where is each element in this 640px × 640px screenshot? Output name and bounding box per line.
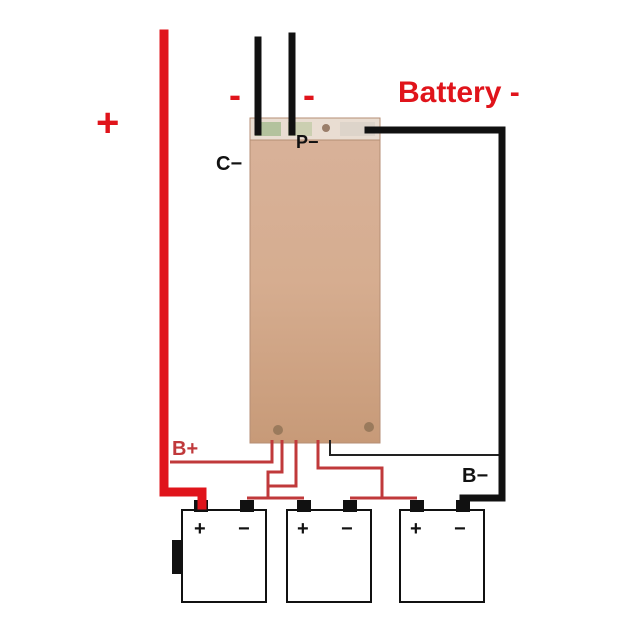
balance-wires bbox=[170, 440, 417, 500]
pcb-screw-bottom-right bbox=[364, 422, 374, 432]
p-minus-label: P− bbox=[296, 132, 319, 152]
battery-minus-label: Battery - bbox=[398, 76, 520, 109]
c-minus-top-label: - bbox=[229, 74, 241, 115]
b-minus-label: B− bbox=[462, 465, 488, 487]
cell-2-positive-label: + bbox=[297, 518, 309, 540]
b-plus-label: B+ bbox=[172, 438, 198, 460]
pcb-screw-bottom-left bbox=[273, 425, 283, 435]
balance-wire-2 bbox=[266, 440, 298, 498]
negative-wires bbox=[254, 32, 506, 509]
cell-1-positive-label: + bbox=[194, 518, 206, 540]
cell-3-positive-label: + bbox=[410, 518, 422, 540]
cell-3-negative-label: − bbox=[454, 518, 466, 540]
p-minus-top-label: - bbox=[303, 74, 315, 115]
c-minus-label: C− bbox=[216, 153, 242, 175]
pcb-board bbox=[249, 117, 381, 444]
battery-cell-2 bbox=[286, 500, 372, 603]
battery-minus-wire bbox=[364, 126, 506, 509]
cell-2-negative-label: − bbox=[341, 518, 353, 540]
pcb-screw-top bbox=[322, 124, 330, 132]
balance-wire-bminus bbox=[329, 440, 500, 456]
battery-cell-1 bbox=[172, 500, 267, 603]
cell-1-negative-label: − bbox=[238, 518, 250, 540]
balance-wire-bplus bbox=[170, 440, 274, 464]
positive-symbol-label: + bbox=[96, 101, 119, 145]
balance-wire-3 bbox=[316, 440, 384, 498]
battery-cell-3 bbox=[399, 500, 485, 603]
positive-wire bbox=[159, 29, 207, 510]
balance-wire-1 bbox=[266, 440, 284, 498]
